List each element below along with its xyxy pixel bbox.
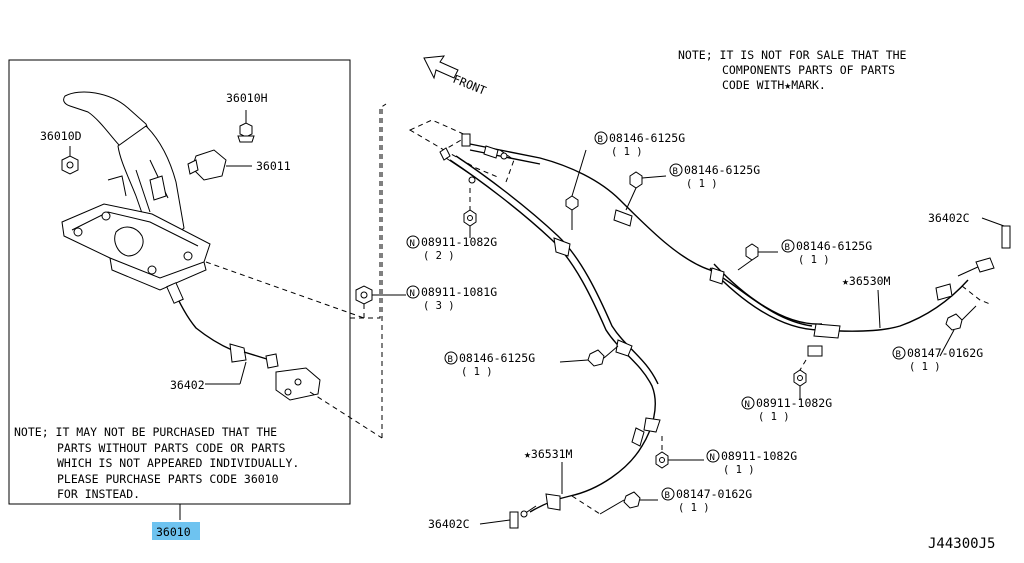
nut-n1: [463, 188, 477, 238]
callout-b3[interactable]: B 08146-6125G( 1 ): [781, 239, 872, 266]
note-top: NOTE; IT IS NOT FOR SALE THAT THE COMPON…: [678, 48, 907, 92]
callout-symbol-circle: [741, 396, 755, 410]
bolt-b1: [565, 149, 587, 230]
callout-n4[interactable]: N 08911-1082G( 1 ): [706, 449, 797, 476]
parking-brake-lever-assembly: [61, 91, 211, 291]
label-36402c-bottom: 36402C: [428, 517, 470, 531]
svg-text:NOTE; IT MAY NOT BE PURCHASED: NOTE; IT MAY NOT BE PURCHASED THAT THE: [14, 425, 277, 439]
svg-text:NOTE; IT IS NOT FOR SALE THAT: NOTE; IT IS NOT FOR SALE THAT THE: [678, 48, 907, 62]
callout-symbol-circle: [406, 235, 420, 249]
callout-qty: ( 1 ): [461, 366, 493, 378]
callout-code: 08911-1082G: [756, 396, 832, 410]
callout-symbol-circle: [661, 487, 675, 501]
callout-b5[interactable]: B 08147-0162G( 1 ): [892, 346, 983, 373]
callout-b2[interactable]: B 08146-6125G( 1 ): [669, 163, 760, 190]
callout-symbol: B: [896, 350, 901, 360]
svg-text:PARTS WITHOUT PARTS CODE OR PA: PARTS WITHOUT PARTS CODE OR PARTS: [57, 441, 286, 455]
callout-symbol: B: [598, 135, 603, 145]
callout-qty: ( 3 ): [423, 300, 455, 312]
nut-n4: [655, 436, 704, 469]
label-36402: 36402: [170, 378, 205, 392]
callout-code: 08147-0162G: [907, 346, 983, 360]
bolt-b5: [939, 305, 977, 357]
callout-n1[interactable]: N 08911-1082G( 2 ): [406, 235, 497, 262]
svg-text:COMPONENTS PARTS OF PARTS: COMPONENTS PARTS OF PARTS: [722, 63, 895, 77]
callout-symbol-circle: [594, 131, 608, 145]
callout-n3[interactable]: N 08911-1082G( 1 ): [741, 396, 832, 423]
bolt-b2: [625, 171, 667, 211]
callout-qty: ( 1 ): [723, 464, 755, 476]
svg-text:PLEASE PURCHASE PARTS CODE 360: PLEASE PURCHASE PARTS CODE 36010: [57, 472, 279, 486]
callout-code: 08146-6125G: [684, 163, 760, 177]
callout-code: 08147-0162G: [676, 487, 752, 501]
callout-symbol: B: [673, 167, 678, 177]
label-36011: 36011: [256, 159, 291, 173]
callout-b1[interactable]: B 08146-6125G( 1 ): [594, 131, 685, 158]
callout-symbol: N: [745, 400, 750, 410]
callout-qty: ( 1 ): [798, 254, 830, 266]
bolt-b3: [737, 243, 778, 271]
label-36402c-right: 36402C: [928, 211, 970, 225]
front-cable-36402: [166, 282, 321, 401]
callout-qty: ( 1 ): [611, 146, 643, 158]
front-arrow-icon: [423, 55, 459, 80]
bolt-36010h: [237, 110, 255, 143]
callout-symbol: B: [785, 243, 790, 253]
part-code-36010[interactable]: 36010: [156, 525, 191, 539]
callout-symbol: N: [710, 453, 715, 463]
callout-n2[interactable]: N 08911-1081G( 3 ): [406, 285, 497, 312]
callout-qty: ( 1 ): [909, 361, 941, 373]
front-label: FRONT: [451, 72, 488, 98]
callout-qty: ( 1 ): [678, 502, 710, 514]
callout-code: 08146-6125G: [796, 239, 872, 253]
label-36010d: 36010D: [40, 129, 82, 143]
callout-symbol: B: [448, 355, 453, 365]
diagram-id: J44300J5: [928, 536, 995, 552]
svg-text:CODE WITH★MARK.: CODE WITH★MARK.: [722, 78, 826, 92]
callout-b4[interactable]: B 08146-6125G( 1 ): [444, 351, 535, 378]
callout-symbol: B: [665, 491, 670, 501]
bolt-b6: [571, 491, 658, 515]
callout-code: 08911-1082G: [421, 235, 497, 249]
nut-08911-1081g: [355, 285, 406, 305]
callout-qty: ( 2 ): [423, 250, 455, 262]
rear-cable-36530m: [613, 209, 1011, 357]
callout-symbol-circle: [892, 346, 906, 360]
rear-cable-36531m: [449, 155, 661, 529]
bolt-b4: [559, 345, 619, 367]
svg-text:FOR INSTEAD.: FOR INSTEAD.: [57, 487, 140, 501]
callout-symbol-circle: [706, 449, 720, 463]
callout-code: 08911-1082G: [721, 449, 797, 463]
callout-symbol-circle: [444, 351, 458, 365]
callout-symbol: N: [410, 239, 415, 249]
nut-n3: [793, 359, 807, 400]
callout-symbol: N: [410, 289, 415, 299]
switch-36011: [187, 149, 252, 181]
callout-symbol-circle: [669, 163, 683, 177]
label-36010h: 36010H: [226, 91, 268, 105]
callout-code: 08911-1081G: [421, 285, 497, 299]
callout-qty: ( 1 ): [686, 178, 718, 190]
note-bottom: NOTE; IT MAY NOT BE PURCHASED THAT THE P…: [14, 425, 299, 501]
callout-b6[interactable]: B 08147-0162G( 1 ): [661, 487, 752, 514]
callout-symbol-circle: [781, 239, 795, 253]
nut-36010d: [61, 146, 79, 175]
callout-code: 08146-6125G: [609, 131, 685, 145]
callout-symbol-circle: [406, 285, 420, 299]
label-36531m: ★36531M: [524, 447, 573, 461]
label-36530m: ★36530M: [842, 274, 891, 288]
callout-qty: ( 1 ): [758, 411, 790, 423]
svg-text:WHICH IS NOT APPEARED INDIVIDU: WHICH IS NOT APPEARED INDIVIDUALLY.: [57, 456, 299, 470]
part-code-highlight: [152, 522, 200, 540]
callout-code: 08146-6125G: [459, 351, 535, 365]
